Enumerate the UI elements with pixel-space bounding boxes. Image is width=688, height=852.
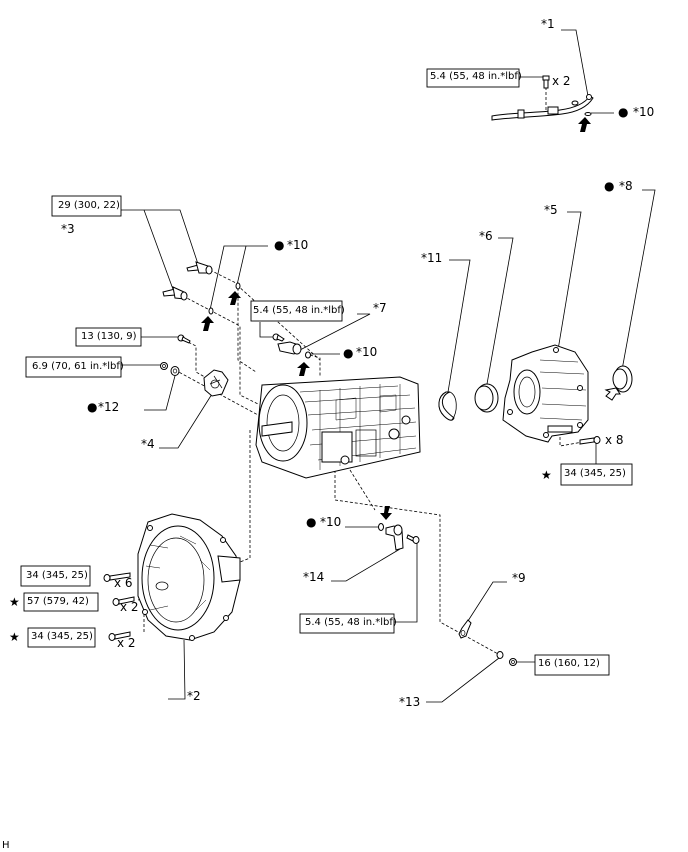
o-ring-part-10 (208, 307, 214, 315)
neutral-start-switch-part-4 (203, 369, 229, 397)
assembly-arrow (228, 291, 241, 305)
svg-text:16 (160, 12): 16 (160, 12) (538, 658, 600, 669)
converter-housing-part-2 (137, 513, 241, 641)
transmission-assembly (255, 376, 421, 479)
o-ring-part-10 (305, 351, 311, 359)
callout-label-5: *5 (544, 203, 558, 217)
bolt-part-34-lower (108, 631, 131, 641)
bolt-13-130-9 (177, 334, 191, 344)
svg-text:34 (345, 25): 34 (345, 25) (26, 570, 88, 581)
callout-label-10: *10 (633, 105, 654, 119)
bolt-part-x6 (103, 572, 131, 582)
svg-text:57 (579, 42): 57 (579, 42) (27, 596, 89, 607)
svg-text:29 (300, 22): 29 (300, 22) (58, 200, 120, 211)
callout-label-10: *10 (356, 345, 377, 359)
torque-spec-box: 34 (345, 25) (27, 627, 96, 648)
callout-label-9: *9 (512, 571, 526, 585)
callout-label-6: *6 (479, 229, 493, 243)
torque-spec-box: 6.9 (70, 61 in.*lbf) (25, 356, 124, 378)
torque-spec-box: 29 (300, 22) (51, 195, 122, 217)
oil-seal-part-8 (612, 365, 633, 393)
torque-spec-box: 34 (345, 25) (20, 565, 91, 587)
corner-mark: H (2, 840, 10, 851)
bolt-16-160-12 (509, 658, 517, 666)
svg-text:6.9 (70, 61 in.*lbf): 6.9 (70, 61 in.*lbf) (32, 361, 124, 372)
sensor-part-14 (378, 523, 420, 551)
o-ring-part-10 (235, 282, 241, 290)
callout-label-13: *13 (399, 695, 420, 709)
callout-label-12: *12 (98, 400, 119, 414)
leader-lines (121, 29, 656, 703)
dot-symbol: ● (274, 238, 284, 252)
torque-spec-box: 5.4 (55, 48 in.*lbf) (299, 613, 397, 634)
star-symbol: ★ (541, 468, 552, 482)
torque-spec-box: 57 (579, 42) (23, 592, 99, 612)
dot-symbol: ● (618, 105, 628, 119)
bracket-part-9 (458, 619, 472, 639)
o-ring-part-12 (170, 366, 180, 376)
callout-label-14: *14 (303, 570, 324, 584)
speed-sensor-part-3-upper (186, 261, 213, 275)
torque-spec-box: 34 (345, 25) (560, 463, 633, 486)
quantity-label: x 2 (552, 74, 571, 88)
assembly-arrow (380, 506, 392, 520)
assembly-arrow (604, 387, 621, 401)
svg-text:34 (345, 25): 34 (345, 25) (564, 468, 626, 479)
callout-label-10: *10 (287, 238, 308, 252)
callout-label-8: *8 (619, 179, 633, 193)
assembly-arrow (297, 362, 310, 376)
dot-symbol: ● (87, 400, 97, 414)
callout-label-10: *10 (320, 515, 341, 529)
dot-symbol: ● (306, 515, 316, 529)
callout-label-2: *2 (187, 689, 201, 703)
star-symbol: ★ (9, 595, 20, 609)
plug-part-13 (496, 651, 504, 659)
dot-symbol: ● (343, 346, 353, 360)
assembly-arrow (201, 316, 214, 331)
torque-spec-box: 13 (130, 9) (75, 327, 142, 347)
callout-label-4: *4 (141, 437, 155, 451)
bolt-part-x8 (579, 436, 601, 445)
callout-label-3: *3 (61, 222, 75, 236)
dot-symbol: ● (604, 179, 614, 193)
oil-seal-part-6 (474, 383, 499, 413)
torque-spec-box: 5.4 (55, 48 in.*lbf) (426, 68, 522, 88)
svg-text:5.4 (55, 48 in.*lbf): 5.4 (55, 48 in.*lbf) (305, 617, 397, 628)
assembly-arrow (578, 117, 591, 132)
callout-label-11: *11 (421, 251, 442, 265)
quantity-label: x 8 (605, 433, 624, 447)
callout-label-1: *1 (541, 17, 555, 31)
quantity-label: x 6 (114, 576, 133, 590)
sensor-part-7 (272, 333, 302, 355)
star-symbol: ★ (9, 630, 20, 644)
callout-label-7: *7 (373, 301, 387, 315)
svg-text:5.4 (55, 48 in.*lbf): 5.4 (55, 48 in.*lbf) (430, 71, 522, 82)
quantity-label: x 2 (120, 600, 139, 614)
torque-spec-box: 5.4 (55, 48 in.*lbf) (250, 300, 345, 322)
svg-text:5.4 (55, 48 in.*lbf): 5.4 (55, 48 in.*lbf) (253, 305, 345, 316)
snap-ring-part-11 (438, 391, 455, 421)
speed-sensor-part-3-lower (162, 286, 188, 301)
extension-housing-part-5 (502, 344, 589, 443)
svg-text:13 (130, 9): 13 (130, 9) (81, 331, 137, 342)
bolt-part-57 (112, 596, 135, 606)
bolt-6-9 (160, 362, 168, 370)
oil-cooler-tube-part-1 (491, 75, 594, 121)
torque-spec-box: 16 (160, 12) (534, 654, 610, 676)
quantity-label: x 2 (117, 636, 136, 650)
svg-text:34 (345, 25): 34 (345, 25) (31, 631, 93, 642)
